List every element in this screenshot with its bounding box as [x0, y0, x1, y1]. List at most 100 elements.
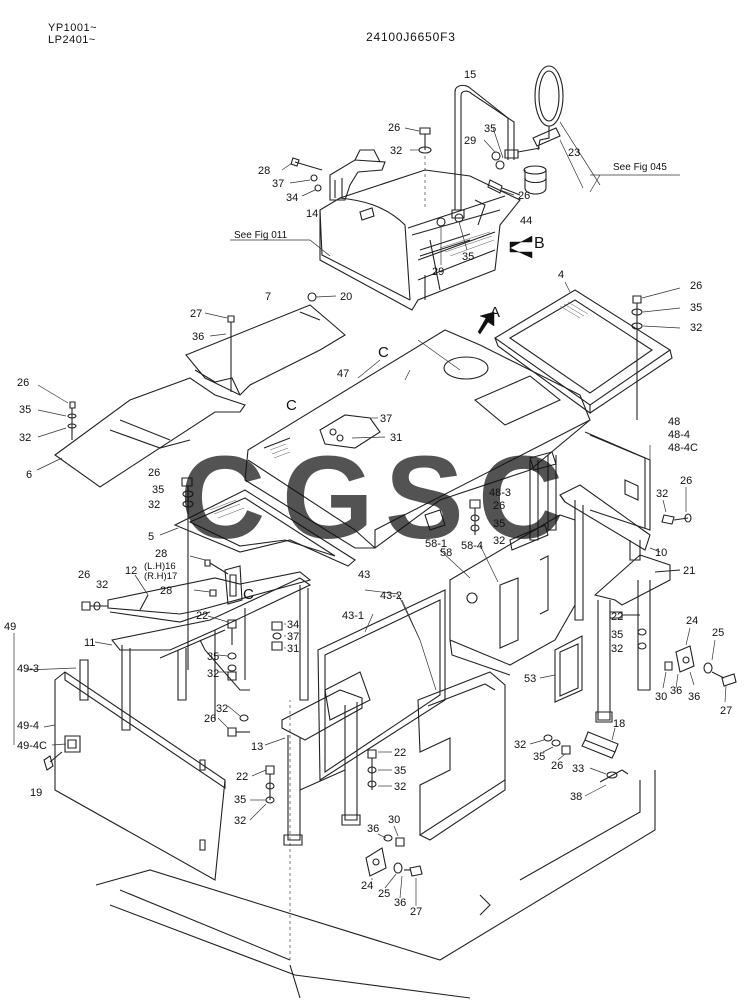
- fasteners-panel-43: [367, 749, 392, 790]
- callout-23: 23: [568, 147, 580, 159]
- callout-32: 32: [656, 488, 668, 500]
- bracket-14: [329, 149, 386, 201]
- callout-29: 29: [432, 266, 444, 278]
- fasteners-hood-right: [436, 127, 521, 265]
- callout-16: (L.H)16: [144, 561, 176, 572]
- callout-24: 24: [686, 615, 698, 627]
- callout-44: 44: [520, 215, 532, 227]
- machine-base-outline: [95, 700, 656, 999]
- callout-49-3: 49-3: [17, 663, 39, 675]
- callout-32: 32: [493, 535, 505, 547]
- callout-32: 32: [19, 432, 31, 444]
- callout-25: 25: [378, 888, 390, 900]
- callout-26: 26: [690, 280, 702, 292]
- callout-30: 30: [655, 691, 667, 703]
- floor-plate-7: [185, 292, 346, 396]
- callout-48-4c: 48-4C: [668, 442, 698, 454]
- view-arrow-a: [477, 311, 495, 335]
- callout-34: 34: [287, 619, 299, 631]
- frame-13: [264, 689, 363, 846]
- callout-43: 43: [358, 569, 370, 581]
- callout-32: 32: [234, 815, 246, 827]
- handle-18: [529, 727, 629, 797]
- callout-36: 36: [367, 823, 379, 835]
- callout-32: 32: [390, 145, 402, 157]
- callout-32: 32: [514, 739, 526, 751]
- callout-26: 26: [388, 122, 400, 134]
- callout-36: 36: [670, 685, 682, 697]
- callout-26: 26: [78, 569, 90, 581]
- view-marker-c-mid: C: [286, 397, 297, 414]
- callout-12: 12: [125, 565, 137, 577]
- frame-12: [81, 571, 312, 623]
- callout-31: 31: [287, 643, 299, 655]
- callout-30: 30: [388, 814, 400, 826]
- bracket-24-lower: [365, 825, 423, 906]
- callout-48-4: 48-4: [668, 429, 690, 441]
- serial-line-1: YP1001~: [48, 22, 98, 34]
- callout-32: 32: [216, 703, 228, 715]
- fasteners-frame-13: [249, 765, 275, 821]
- callout-28: 28: [160, 585, 172, 597]
- reference-lines-fig-045: [559, 121, 680, 193]
- callout-29: 29: [464, 135, 476, 147]
- callout-53: 53: [524, 673, 536, 685]
- side-panel-5: [159, 477, 356, 670]
- callout-27: 27: [410, 906, 422, 918]
- watermark-letter-c1: C: [180, 432, 265, 564]
- callout-26: 26: [680, 475, 692, 487]
- document-number: 24100J6650F3: [366, 30, 456, 44]
- fasteners-right: [609, 487, 737, 703]
- view-marker-b: B: [534, 235, 545, 252]
- callout-33: 33: [572, 763, 584, 775]
- fasteners-top-center: [404, 127, 432, 210]
- callout-35: 35: [394, 765, 406, 777]
- serial-line-2: LP2401~: [48, 34, 96, 46]
- callout-32: 32: [690, 322, 702, 334]
- hood-cover-44: [319, 169, 521, 311]
- mirror-23: [517, 65, 564, 153]
- door-cover-49: [13, 633, 226, 881]
- cgsc-watermark: C G S C: [180, 432, 563, 564]
- callout-35: 35: [207, 651, 219, 663]
- callout-26: 26: [148, 467, 160, 479]
- callout-36: 36: [688, 691, 700, 703]
- view-marker-c-stay: C: [243, 586, 254, 603]
- callout-35: 35: [484, 123, 496, 135]
- callout-6: 6: [26, 469, 32, 481]
- callout-37: 37: [287, 631, 299, 643]
- callout-35: 35: [611, 629, 623, 641]
- callout-27: 27: [720, 705, 732, 717]
- callout-26: 26: [551, 760, 563, 772]
- callout-32: 32: [148, 499, 160, 511]
- callout-32: 32: [394, 781, 406, 793]
- callout-24: 24: [361, 880, 373, 892]
- callout-32: 32: [96, 579, 108, 591]
- callout-15: 15: [464, 69, 476, 81]
- callout-49: 49: [4, 621, 16, 633]
- callout-21: 21: [683, 565, 695, 577]
- fasteners-top-left: [281, 157, 323, 197]
- reference-see-fig-045: See Fig 045: [613, 162, 667, 173]
- callout-28: 28: [258, 165, 270, 177]
- callout-5: 5: [148, 531, 154, 543]
- callout-22: 22: [611, 611, 623, 623]
- frame-11: [94, 577, 312, 731]
- callout-28: 28: [155, 548, 167, 560]
- callout-4: 4: [558, 269, 564, 281]
- callout-11: 11: [84, 637, 95, 649]
- callout-14: 14: [306, 208, 318, 220]
- callout-36: 36: [192, 331, 204, 343]
- callout-31: 31: [390, 432, 402, 444]
- part-callouts: 15 23 26 32 35 29 28 37 34 14 26 44 29 3…: [4, 69, 732, 918]
- callout-48: 48: [668, 416, 680, 428]
- watermark-letter-s: S: [385, 432, 464, 564]
- callout-38: 38: [570, 791, 582, 803]
- side-panel-58: [424, 499, 576, 676]
- callout-37: 37: [380, 413, 392, 425]
- watermark-letter-c2: C: [478, 432, 563, 564]
- callout-25: 25: [712, 627, 724, 639]
- callout-26: 26: [493, 500, 505, 512]
- callout-32: 32: [611, 643, 623, 655]
